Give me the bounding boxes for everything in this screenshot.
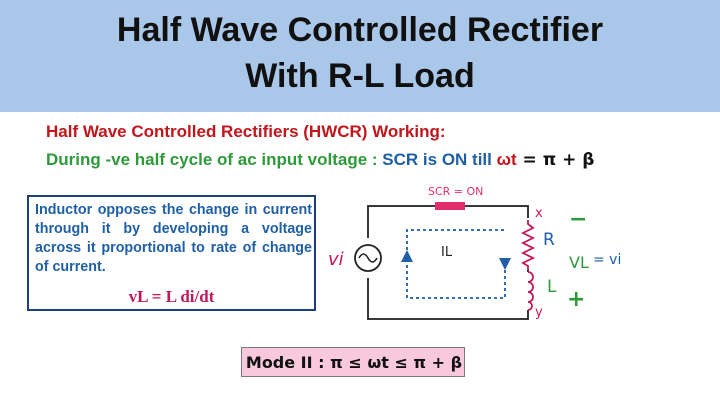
inductor-info-box: Inductor opposes the change in current t… (27, 195, 316, 311)
current-arrow-up-icon (401, 250, 413, 262)
resistor-label: R (543, 230, 555, 250)
rl-circuit-diagram: SCR = ON vi R L x y − + VL = vi IL (328, 185, 621, 320)
slide-title-line2: With R-L Load (245, 57, 475, 95)
inductor-info-text: Inductor opposes the change in current t… (35, 202, 312, 275)
current-path-top (406, 229, 505, 298)
mode-box: Mode II : π ≤ ωt ≤ π + β (241, 347, 465, 377)
current-arrow-down-icon (499, 258, 511, 270)
condition-lead: During -ve half cycle of ac input voltag… (46, 150, 378, 169)
resistor-symbol (520, 220, 536, 270)
plus-sign: + (567, 287, 585, 312)
minus-sign: − (569, 207, 587, 232)
working-heading: Half Wave Controlled Rectifiers (HWCR) W… (46, 122, 446, 141)
vl-equals-label: = vi (593, 252, 621, 268)
inductor-voltage-formula: vL = L di/dt (128, 287, 215, 306)
condition-on-till: ON till (441, 150, 497, 169)
ac-wave-icon (358, 253, 378, 263)
scr-symbol (435, 202, 465, 210)
condition-omega-t: ωt (496, 150, 517, 169)
inductor-label: L (547, 277, 557, 297)
condition-line: During -ve half cycle of ac input voltag… (46, 150, 594, 170)
scr-label: SCR = ON (428, 185, 483, 198)
bottom-node-label: y (535, 305, 543, 320)
mode-label: Mode II : π ≤ ωt ≤ π + β (245, 353, 463, 372)
current-label: IL (441, 245, 453, 260)
title-banner: Half Wave Controlled Rectifier With R-L … (0, 0, 720, 112)
inductor-symbol (527, 271, 534, 311)
current-path-bottom (407, 270, 506, 299)
top-node-label: x (535, 206, 543, 221)
vl-label: VL (569, 253, 589, 272)
condition-scr-is: SCR is (377, 150, 442, 169)
slide-title-line1: Half Wave Controlled Rectifier (116, 11, 604, 49)
source-label: vi (328, 249, 344, 270)
condition-equals-value: = π + β (516, 150, 595, 170)
